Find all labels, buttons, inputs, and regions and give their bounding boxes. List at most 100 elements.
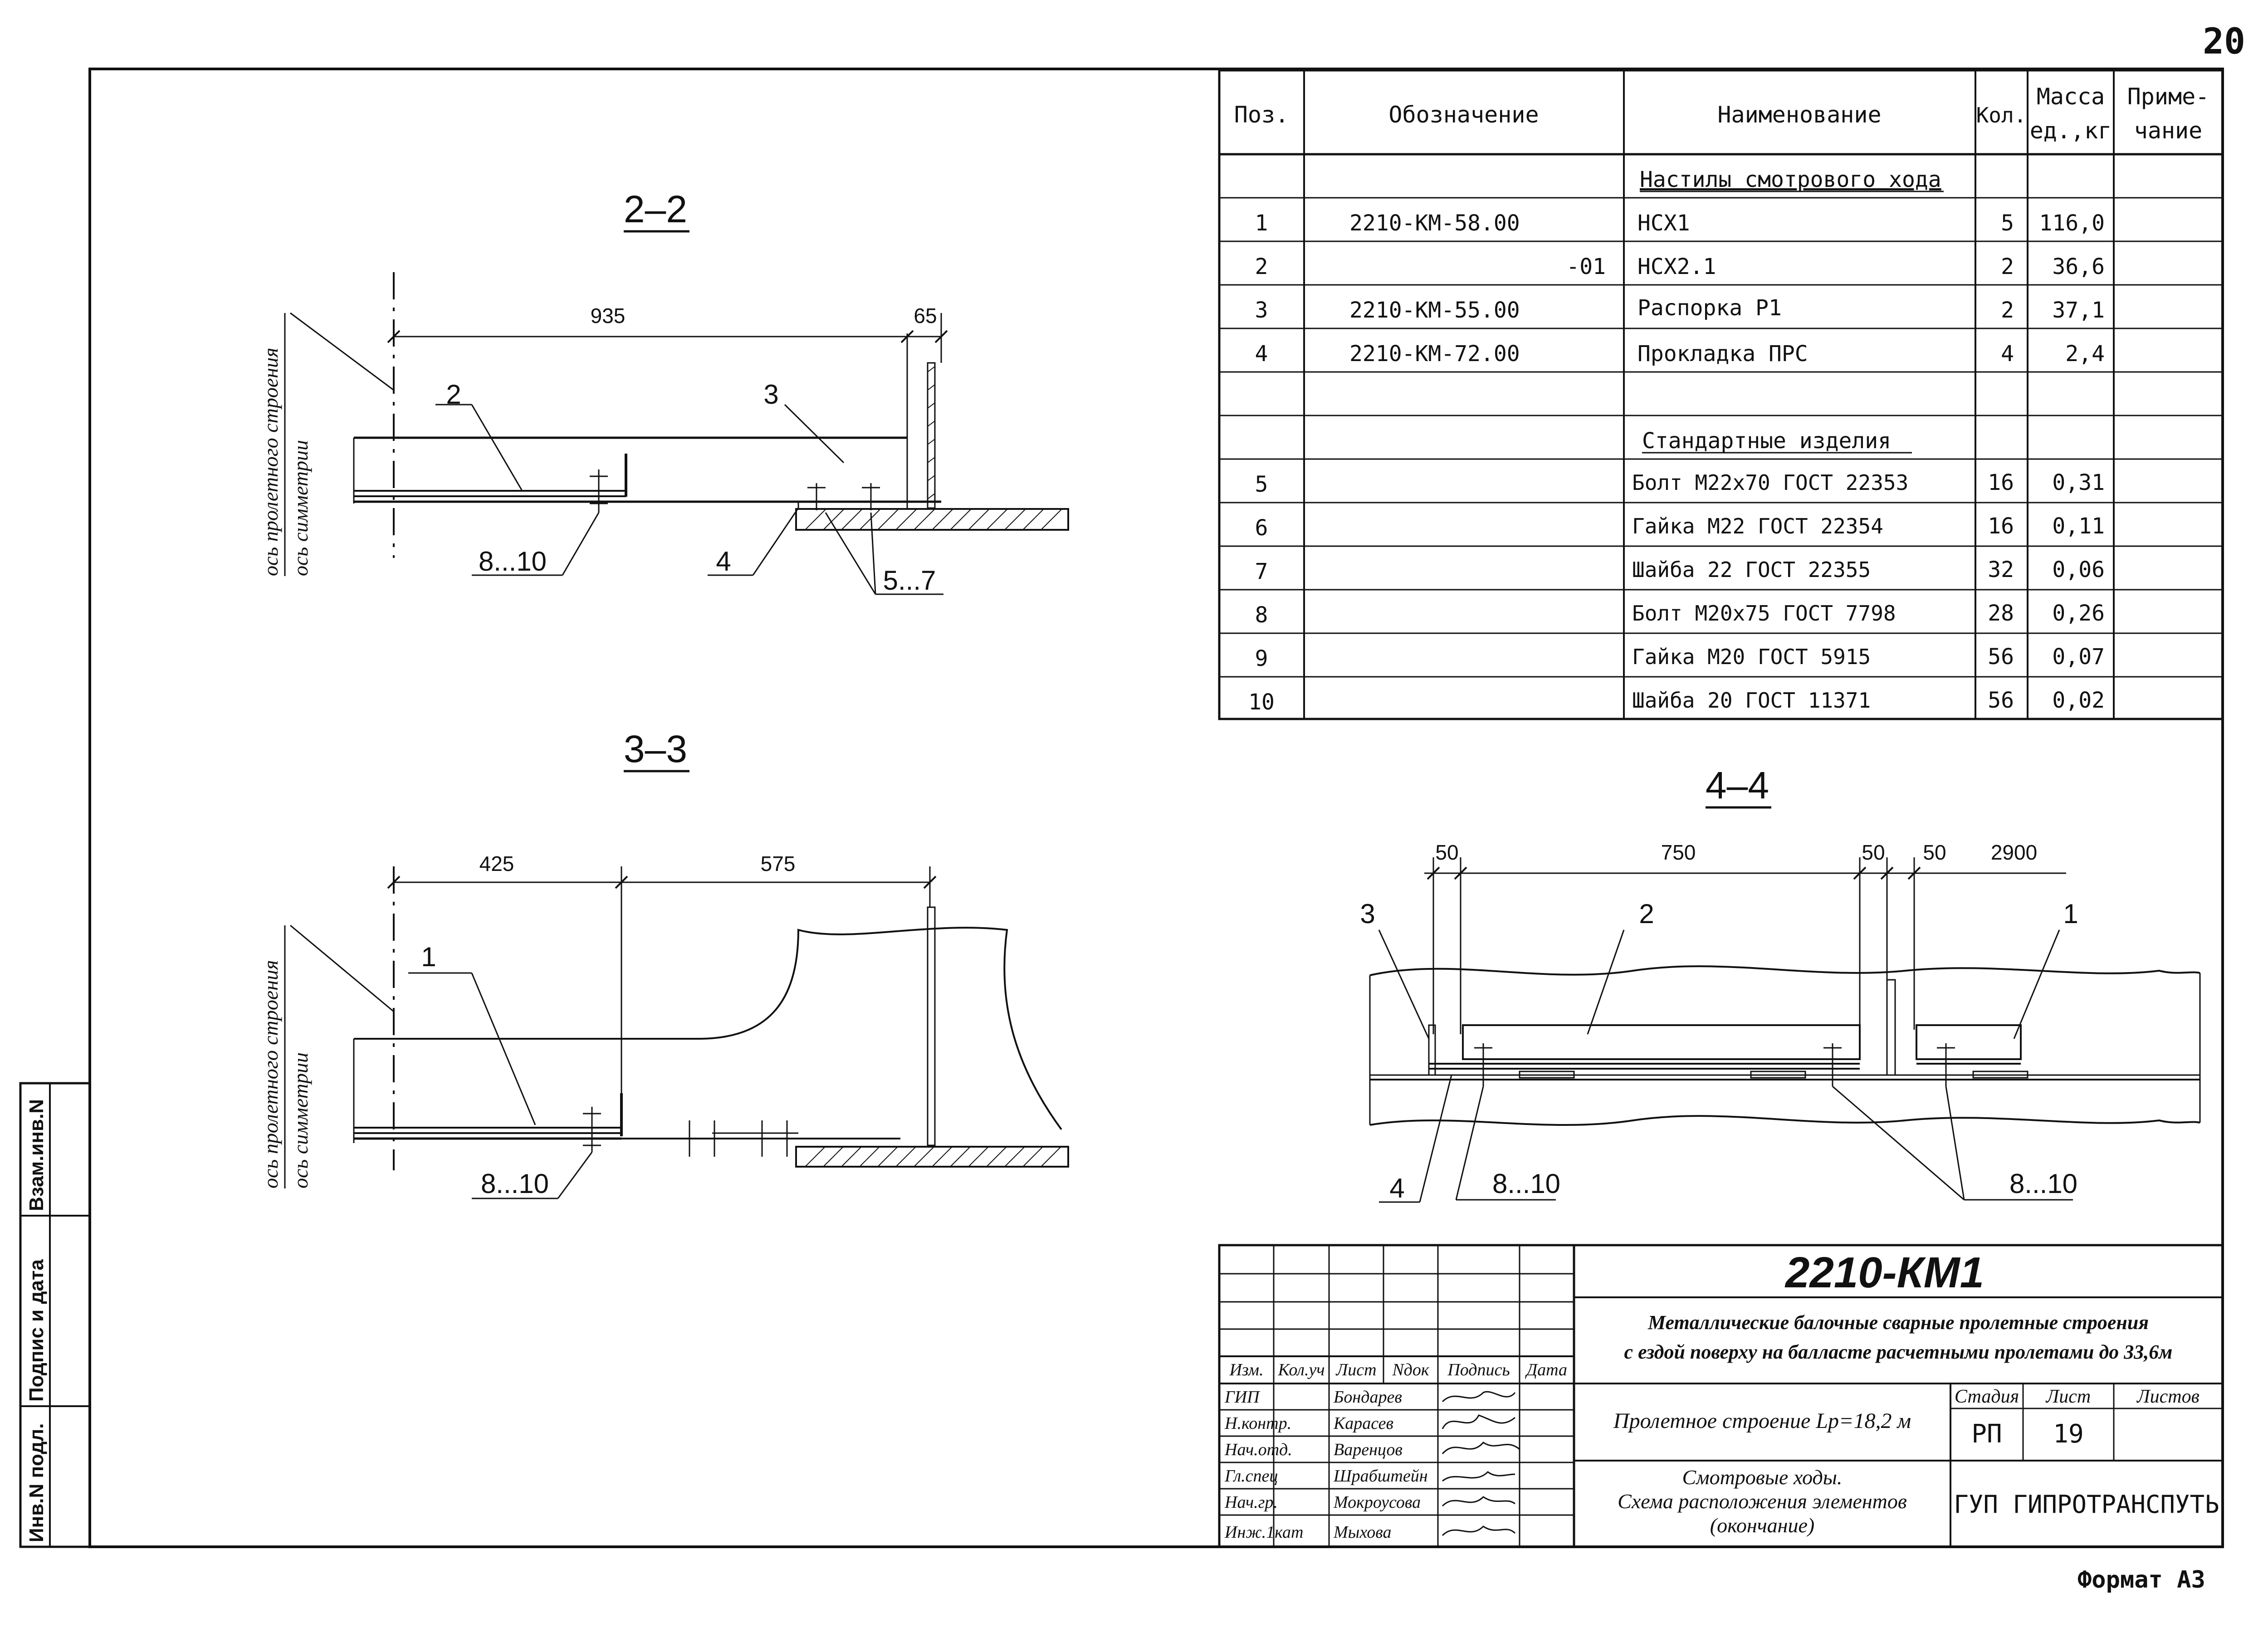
- svg-text:Гайка М22 ГОСТ 22354: Гайка М22 ГОСТ 22354: [1632, 514, 1883, 538]
- svg-text:НСХ2.1: НСХ2.1: [1637, 254, 1716, 279]
- svg-text:Шайба 20 ГОСТ 11371: Шайба 20 ГОСТ 11371: [1632, 688, 1871, 713]
- svg-text:16: 16: [1988, 513, 2014, 539]
- svg-text:32: 32: [1988, 557, 2014, 582]
- tb-role: Нач.отд.: [1224, 1440, 1292, 1459]
- svg-text:НСХ1: НСХ1: [1637, 210, 1690, 236]
- svg-text:116,0: 116,0: [2039, 210, 2105, 236]
- tb-sheets-label: Листов: [2136, 1386, 2200, 1407]
- svg-text:9: 9: [1255, 646, 1268, 671]
- tb-person: Варенцов: [1334, 1440, 1403, 1459]
- callout-3-b: 3: [1360, 899, 1375, 929]
- header-pos: Поз.: [1234, 102, 1289, 128]
- header-note-1: Приме-: [2127, 83, 2209, 110]
- svg-text:5: 5: [2001, 210, 2014, 236]
- dim-50-b: 50: [1862, 841, 1885, 864]
- tb-sheet-value: 19: [2053, 1419, 2083, 1449]
- svg-text:7: 7: [1255, 559, 1268, 584]
- axis-label-span-3: ось пролетного строения: [259, 960, 282, 1188]
- strip-sign-label: Подпис и дата: [25, 1259, 48, 1402]
- svg-text:2210-КМ-72.00: 2210-КМ-72.00: [1349, 341, 1520, 367]
- dim-425: 425: [479, 852, 514, 875]
- tb-person: Мыхова: [1333, 1523, 1392, 1542]
- table-row: 8 Болт М20х75 ГОСТ 7798 28 0,26: [1255, 601, 2105, 628]
- section-title-decks: Настилы смотрового хода: [1640, 167, 1941, 192]
- section-3-3-title: 3–3: [624, 728, 687, 770]
- svg-text:0,02: 0,02: [2052, 688, 2105, 713]
- callout-8-10-b: 8...10: [481, 1168, 549, 1199]
- svg-text:Гайка М20 ГОСТ 5915: Гайка М20 ГОСТ 5915: [1632, 645, 1871, 669]
- tb-data: Дата: [1525, 1360, 1567, 1379]
- dim-50-c: 50: [1923, 841, 1946, 864]
- strip-inv-label: Инв.N подл.: [25, 1423, 48, 1542]
- svg-text:Прокладка ПРС: Прокладка ПРС: [1637, 341, 1808, 367]
- tb-role: Н.контр.: [1224, 1414, 1291, 1433]
- tb-person: Мокроусова: [1333, 1493, 1421, 1512]
- section-3-3: 3–3 ось пролетного строения ось симметри…: [259, 728, 1069, 1199]
- table-row: 5 Болт М22х70 ГОСТ 22353 16 0,31: [1255, 470, 2105, 497]
- callout-4-b: 4: [1389, 1173, 1404, 1203]
- sheet-number: 20: [2203, 21, 2245, 62]
- svg-text:0,06: 0,06: [2052, 557, 2105, 582]
- tb-drawing-1: Смотровые ходы.: [1682, 1466, 1843, 1489]
- svg-text:3: 3: [1255, 298, 1268, 323]
- svg-text:36,6: 36,6: [2052, 254, 2105, 279]
- section-title-standard: Стандартные изделия: [1642, 428, 1891, 454]
- table-row: 10 Шайба 20 ГОСТ 11371 56 0,02: [1248, 688, 2105, 715]
- svg-text:28: 28: [1988, 601, 2014, 626]
- svg-text:0,26: 0,26: [2052, 601, 2105, 626]
- tb-role: Гл.спец: [1224, 1467, 1278, 1486]
- tb-drawing-2: Схема расположения элементов: [1618, 1490, 1907, 1513]
- tb-object: Пролетное строение Lp=18,2 м: [1613, 1409, 1911, 1433]
- section-2-2: 2–2 ось пролетного строения ось симметри…: [259, 188, 1069, 596]
- dim-575: 575: [761, 852, 796, 875]
- svg-text:2,4: 2,4: [2065, 341, 2105, 367]
- section-4-4-title: 4–4: [1706, 764, 1769, 807]
- tb-podpis: Подпись: [1447, 1360, 1510, 1379]
- tb-izm: Изм.: [1229, 1360, 1263, 1379]
- table-row: 4 2210-КМ-72.00 Прокладка ПРС 4 2,4: [1255, 341, 2105, 367]
- sheet-frame: [88, 68, 2224, 1548]
- strip-replace-label: Взам.инв.N: [25, 1099, 48, 1211]
- dim-935: 935: [591, 304, 626, 328]
- svg-text:Распорка Р1: Распорка Р1: [1637, 295, 1782, 321]
- svg-text:1: 1: [1255, 210, 1268, 236]
- svg-text:0,07: 0,07: [2052, 644, 2105, 670]
- tb-drawing-3: (окончание): [1710, 1514, 1814, 1537]
- header-qty: Кол.: [1976, 103, 2027, 127]
- svg-text:16: 16: [1988, 470, 2014, 495]
- tb-kolu: Кол.уч: [1278, 1360, 1325, 1379]
- svg-text:Шайба 22 ГОСТ 22355: Шайба 22 ГОСТ 22355: [1632, 557, 1871, 582]
- svg-text:6: 6: [1255, 515, 1268, 541]
- tb-person: Карасев: [1333, 1414, 1393, 1433]
- svg-text:4: 4: [1255, 341, 1268, 367]
- axis-label-symmetry-3: ось симметрии: [289, 1052, 312, 1188]
- tb-sheet-label: Лист: [2045, 1386, 2091, 1407]
- axis-label-span: ось пролетного строения: [259, 348, 282, 576]
- header-mass-1: Масса: [2037, 83, 2105, 110]
- header-mass-2: ед.,кг: [2030, 117, 2112, 144]
- callout-8-10: 8...10: [479, 546, 547, 577]
- table-row: 3 2210-КМ-55.00 Распорка Р1 2 37,1: [1255, 295, 2105, 323]
- callout-3: 3: [763, 379, 778, 410]
- svg-text:10: 10: [1248, 689, 1275, 715]
- tb-role: ГИП: [1224, 1388, 1261, 1407]
- section-2-2-title: 2–2: [624, 188, 687, 230]
- tb-ndok: Nдок: [1392, 1360, 1430, 1379]
- tb-desc-2: с ездой поверху на балласте расчетными п…: [1624, 1341, 2173, 1363]
- svg-text:37,1: 37,1: [2052, 298, 2105, 323]
- table-row: 6 Гайка М22 ГОСТ 22354 16 0,11: [1255, 513, 2105, 541]
- axis-label-symmetry: ось симметрии: [289, 440, 312, 576]
- svg-text:8: 8: [1255, 602, 1268, 628]
- tb-code: 2210-КМ1: [1784, 1248, 1984, 1297]
- svg-text:4: 4: [2001, 341, 2014, 367]
- dim-2900: 2900: [1991, 841, 2037, 864]
- callout-8-10-c: 8...10: [1492, 1168, 1560, 1199]
- tb-role: Инж.1кат: [1224, 1523, 1303, 1542]
- dim-65: 65: [914, 304, 937, 328]
- tb-stage-value: РП: [1971, 1419, 2002, 1449]
- tb-person: Шрабштейн: [1333, 1467, 1428, 1486]
- svg-text:0,11: 0,11: [2052, 513, 2105, 539]
- header-designation: Обозначение: [1388, 102, 1539, 128]
- callout-5-7: 5...7: [883, 565, 936, 596]
- svg-text:2210-КМ-55.00: 2210-КМ-55.00: [1349, 298, 1520, 323]
